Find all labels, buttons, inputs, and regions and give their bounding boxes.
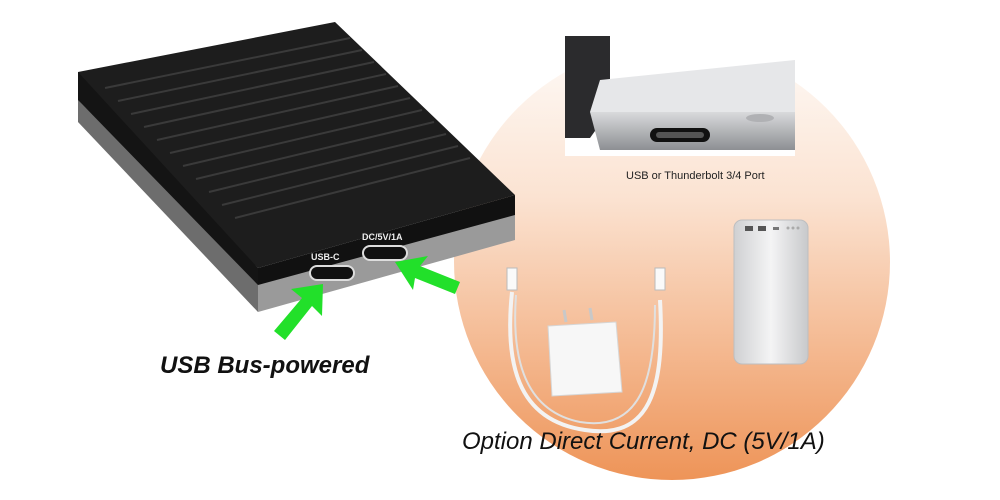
power-bank-image [733,219,809,365]
laptop-port-caption: USB or Thunderbolt 3/4 Port [626,170,765,182]
usb-c-port-label: USB-C [311,252,340,262]
usb-bus-powered-caption: USB Bus-powered [160,352,370,379]
charger-and-cable-image [506,267,666,434]
dc-port [362,245,408,261]
dc-option-caption: Option Direct Current, DC (5V/1A) [462,428,825,455]
arrow-to-usb-c-icon [274,284,323,340]
ssd-enclosure-image: USB-C DC/5V/1A [78,22,515,312]
arrow-to-dc-icon [395,256,460,294]
usb-c-port [309,265,355,281]
laptop-image [565,36,795,156]
dc-port-label: DC/5V/1A [362,232,403,242]
